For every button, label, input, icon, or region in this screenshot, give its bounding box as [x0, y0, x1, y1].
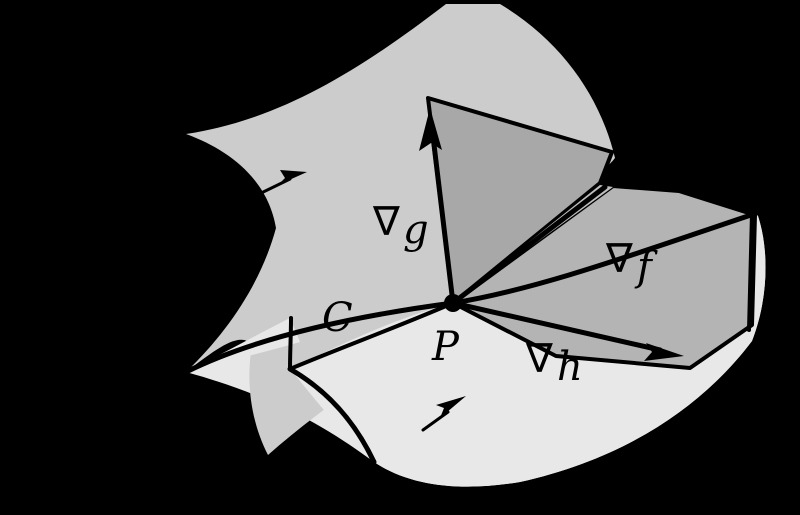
- grad-f-nabla: ∇: [605, 236, 633, 282]
- grad-g-label: g: [403, 207, 429, 253]
- grad-g-arrowhead: [419, 108, 442, 151]
- grad-h-label: h: [557, 344, 583, 390]
- intersection-curve-lower: [287, 366, 377, 465]
- point-p-label: P: [431, 324, 460, 370]
- normal-arrow-lower-head: [436, 396, 466, 418]
- grad-g-nabla: ∇: [372, 199, 400, 245]
- normal-arrow-lower-shaft: [421, 410, 450, 432]
- grad-g-vector: [419, 108, 456, 306]
- grad-g-shaft: [429, 125, 456, 306]
- tangent-plane-seam-line: [747, 211, 754, 332]
- surface-g-lower-edge: [288, 301, 455, 371]
- normal-arrow-upper-left-head: [278, 170, 307, 185]
- point-p-marker: [444, 294, 462, 312]
- normal-arrow-upper-left: [253, 170, 307, 198]
- grad-f-vector: [450, 184, 608, 306]
- surface-g-fold-line: [288, 316, 293, 371]
- grad-h-vector: [450, 300, 684, 361]
- grad-f-shaft: [450, 184, 608, 306]
- normal-arrow-lower: [421, 396, 466, 432]
- grad-h-shaft: [450, 300, 663, 353]
- grad-h-nabla: ∇: [525, 336, 553, 382]
- curve-c-label: C: [322, 295, 353, 341]
- grad-h-arrowhead: [644, 343, 684, 361]
